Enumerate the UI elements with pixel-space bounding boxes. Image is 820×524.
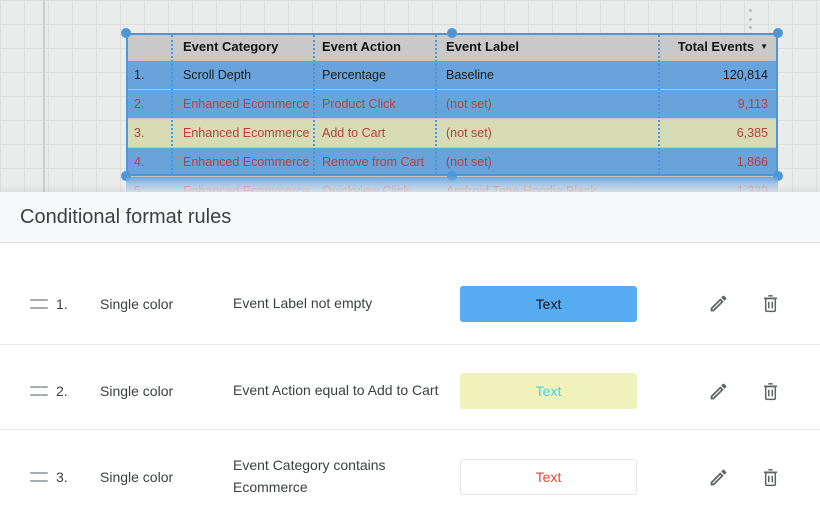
table-row: 1. Scroll Depth Percentage Baseline 120,… bbox=[126, 60, 778, 89]
edit-rule-button[interactable] bbox=[708, 466, 730, 488]
panel-title: Conditional format rules bbox=[20, 205, 232, 228]
drag-handle-icon[interactable] bbox=[30, 472, 48, 482]
trash-icon bbox=[763, 382, 778, 400]
panel-header: Conditional format rules bbox=[0, 192, 820, 243]
header-event-action: Event Action bbox=[322, 39, 401, 54]
resize-handle-bottom-center[interactable] bbox=[447, 171, 457, 181]
drag-handle-icon[interactable] bbox=[30, 298, 48, 309]
rule-condition: Event Category contains Ecommerce bbox=[233, 457, 386, 495]
resize-handle-top-center[interactable] bbox=[447, 28, 457, 38]
rule-type: Single color bbox=[100, 469, 174, 485]
color-swatch-button[interactable]: Text bbox=[460, 459, 637, 495]
rule-index: 3. bbox=[56, 469, 68, 485]
rule-index: 2. bbox=[56, 383, 68, 399]
trash-icon bbox=[763, 468, 778, 486]
trash-icon bbox=[763, 295, 778, 313]
edit-rule-button[interactable] bbox=[708, 380, 730, 402]
header-event-category: Event Category bbox=[183, 39, 279, 54]
format-rule-row: 2. Single color Event Action equal to Ad… bbox=[0, 344, 820, 429]
format-rule-row: 3. Single color Event Category contains … bbox=[0, 429, 820, 524]
resize-handle-top-right[interactable] bbox=[773, 28, 783, 38]
table-row: 3. Enhanced Ecommerce Add to Cart (not s… bbox=[126, 118, 778, 147]
conditional-format-panel: Conditional format rules 1. Single color… bbox=[0, 192, 820, 524]
pencil-icon bbox=[710, 469, 727, 485]
header-total-events-sort[interactable]: Total Events ▼ bbox=[677, 39, 768, 54]
table-row: 2. Enhanced Ecommerce Product Click (not… bbox=[126, 89, 778, 118]
delete-rule-button[interactable] bbox=[760, 380, 782, 402]
drag-handle-icon[interactable] bbox=[30, 386, 48, 396]
delete-rule-button[interactable] bbox=[760, 293, 782, 315]
resize-handle-bottom-right[interactable] bbox=[773, 171, 783, 181]
rule-type: Single color bbox=[100, 383, 174, 399]
delete-rule-button[interactable] bbox=[760, 466, 782, 488]
table-row: 4. Enhanced Ecommerce Remove from Cart (… bbox=[126, 147, 778, 176]
color-swatch-button[interactable]: Text bbox=[460, 285, 637, 322]
page-edge-line bbox=[43, 0, 45, 192]
format-rule-row: 1. Single color Event Label not empty Te… bbox=[0, 243, 820, 344]
rule-type: Single color bbox=[100, 295, 174, 312]
sort-desc-icon: ▼ bbox=[760, 42, 768, 51]
edit-rule-button[interactable] bbox=[708, 293, 730, 315]
resize-handle-top-left[interactable] bbox=[121, 28, 131, 38]
rule-condition: Event Label not empty bbox=[233, 294, 373, 311]
resize-handle-bottom-left[interactable] bbox=[121, 171, 131, 181]
rule-condition: Event Action equal to Add to Cart bbox=[233, 382, 439, 399]
color-swatch-button[interactable]: Text bbox=[460, 373, 637, 409]
rule-index: 1. bbox=[56, 295, 68, 312]
pencil-icon bbox=[710, 295, 727, 312]
pencil-icon bbox=[710, 383, 727, 399]
header-event-label: Event Label bbox=[446, 39, 519, 54]
more-options-icon[interactable] bbox=[743, 8, 757, 30]
